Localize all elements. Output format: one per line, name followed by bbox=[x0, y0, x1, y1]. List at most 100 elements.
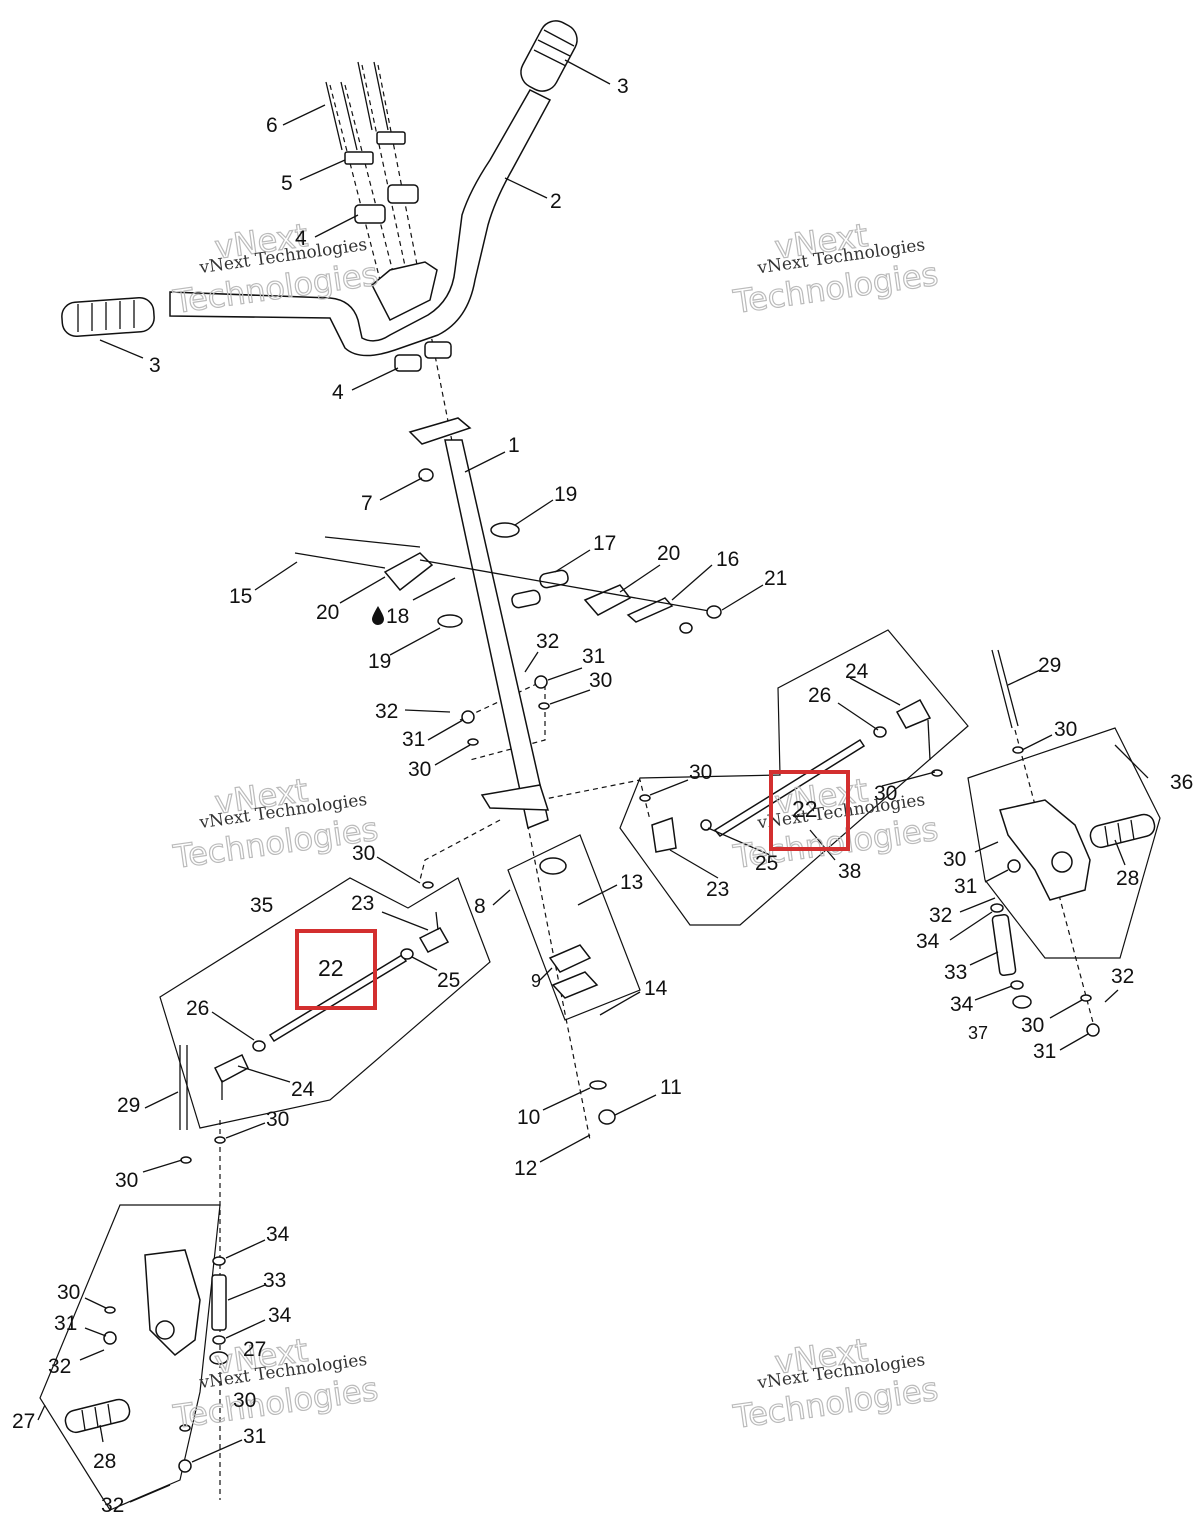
washer-19-lower bbox=[437, 614, 463, 628]
callout-7: 7 bbox=[361, 492, 373, 515]
callout-17: 17 bbox=[593, 532, 616, 555]
grip-right bbox=[520, 20, 578, 92]
highlight-box bbox=[295, 929, 377, 1010]
bushing-17b bbox=[511, 589, 541, 609]
washer-37-right bbox=[1012, 995, 1032, 1009]
callout-14: 14 bbox=[644, 977, 668, 1000]
washer-30-left-d bbox=[179, 1424, 191, 1432]
callout-30: 30 bbox=[689, 761, 712, 784]
column-top-plate bbox=[408, 417, 472, 445]
pitman-arm bbox=[480, 784, 550, 811]
callout-36: 36 bbox=[1170, 771, 1193, 794]
assembly-line-tie-rod-right bbox=[539, 779, 651, 821]
callout-4: 4 bbox=[295, 227, 307, 250]
callout-31: 31 bbox=[243, 1425, 266, 1448]
callout-18: 18 bbox=[386, 605, 409, 628]
callout-3: 3 bbox=[149, 354, 161, 377]
group-outline-8 bbox=[507, 834, 641, 1021]
callout-32: 32 bbox=[48, 1355, 71, 1378]
washer-30-left-a bbox=[180, 1156, 192, 1164]
assembly-line-bolts bbox=[329, 64, 421, 281]
callout-31: 31 bbox=[402, 728, 425, 751]
nut-31-a bbox=[534, 675, 548, 689]
callout-31: 31 bbox=[582, 645, 605, 668]
oil-drop-icon bbox=[372, 606, 384, 625]
nut-11 bbox=[598, 1109, 616, 1125]
watermark-2: vNext vNext Technologies Technologies bbox=[730, 215, 941, 321]
washer-30-e bbox=[639, 794, 651, 802]
nut-25-left bbox=[400, 948, 414, 960]
callout-31: 31 bbox=[954, 875, 977, 898]
callout-29: 29 bbox=[1038, 654, 1061, 677]
washer-30-c bbox=[422, 881, 434, 889]
callout-22: 22 bbox=[318, 955, 344, 981]
tie-rod-end-23-left bbox=[418, 927, 450, 953]
callout-32: 32 bbox=[536, 630, 559, 653]
callout-10: 10 bbox=[517, 1106, 540, 1129]
callout-16: 16 bbox=[716, 548, 739, 571]
callout-13: 13 bbox=[620, 871, 643, 894]
nut-7 bbox=[418, 468, 434, 482]
handlebar-mount bbox=[371, 261, 438, 322]
bolt-29-left bbox=[179, 1045, 188, 1130]
callout-12: 12 bbox=[514, 1157, 537, 1180]
highlight-22-right[interactable]: 22 bbox=[769, 770, 850, 851]
callout-18-group: 18 bbox=[372, 605, 409, 628]
callout-30: 30 bbox=[233, 1389, 256, 1412]
callout-9: 9 bbox=[531, 971, 541, 991]
bearing-8 bbox=[539, 857, 567, 875]
callout-22: 22 bbox=[792, 796, 818, 822]
washer-19-upper bbox=[490, 522, 520, 538]
watermark-6: vNext vNext Technologies Technologies bbox=[730, 1330, 941, 1436]
callout-30: 30 bbox=[352, 842, 375, 865]
watermark-5: vNext vNext Technologies Technologies bbox=[170, 1330, 381, 1436]
bolt-29-right bbox=[991, 649, 1019, 729]
callout-25: 25 bbox=[755, 852, 778, 875]
callout-31: 31 bbox=[54, 1312, 77, 1335]
callout-26: 26 bbox=[186, 997, 209, 1020]
callout-25: 25 bbox=[437, 969, 460, 992]
spindle-right bbox=[999, 799, 1091, 901]
callout-28: 28 bbox=[93, 1450, 116, 1473]
callout-4: 4 bbox=[332, 381, 344, 404]
washer-30-left-c bbox=[104, 1306, 116, 1314]
callout-2: 2 bbox=[550, 190, 562, 213]
callout-32: 32 bbox=[929, 904, 952, 927]
tie-rod-end-24-left bbox=[213, 1053, 249, 1084]
callout-32: 32 bbox=[1111, 965, 1134, 988]
clamp-lower-left bbox=[394, 354, 422, 372]
callout-34: 34 bbox=[266, 1223, 290, 1246]
callout-11: 11 bbox=[660, 1076, 682, 1099]
leader-lines bbox=[37, 59, 1149, 1503]
spindle-hub-right bbox=[1051, 851, 1073, 873]
callout-27: 27 bbox=[243, 1338, 266, 1361]
callout-38: 38 bbox=[838, 860, 861, 883]
kingpin-33-right bbox=[991, 913, 1017, 977]
group-outline-35 bbox=[159, 877, 491, 1129]
callout-8: 8 bbox=[474, 895, 486, 918]
washer-30-left-b bbox=[214, 1136, 226, 1144]
callout-21: 21 bbox=[764, 567, 787, 590]
washer-34-left-a bbox=[212, 1256, 226, 1266]
highlight-22-left[interactable]: 22 bbox=[295, 929, 377, 1010]
clamp-lower-right bbox=[424, 341, 452, 359]
steering-column bbox=[444, 439, 549, 830]
callout-33: 33 bbox=[263, 1269, 286, 1292]
callout-31: 31 bbox=[1033, 1040, 1056, 1063]
washer-10 bbox=[589, 1080, 607, 1090]
clamp-plate-right bbox=[376, 131, 406, 145]
tie-rod-end-24-right bbox=[895, 698, 932, 729]
callout-1: 1 bbox=[508, 434, 520, 457]
washer-30-right-top bbox=[1012, 746, 1024, 754]
washer-34-right-b bbox=[1010, 980, 1024, 990]
nut-25-right bbox=[700, 819, 712, 831]
nut-21 bbox=[706, 605, 722, 619]
column-bracket-20-left bbox=[383, 552, 434, 592]
column-bracket-20-right bbox=[583, 584, 632, 616]
callout-30: 30 bbox=[589, 669, 612, 692]
callout-20: 20 bbox=[316, 601, 339, 624]
callout-30: 30 bbox=[57, 1281, 80, 1304]
spindle-hub-left bbox=[155, 1320, 175, 1340]
washer-34-left-b bbox=[212, 1335, 226, 1345]
bracket-bolt-line bbox=[419, 559, 716, 613]
